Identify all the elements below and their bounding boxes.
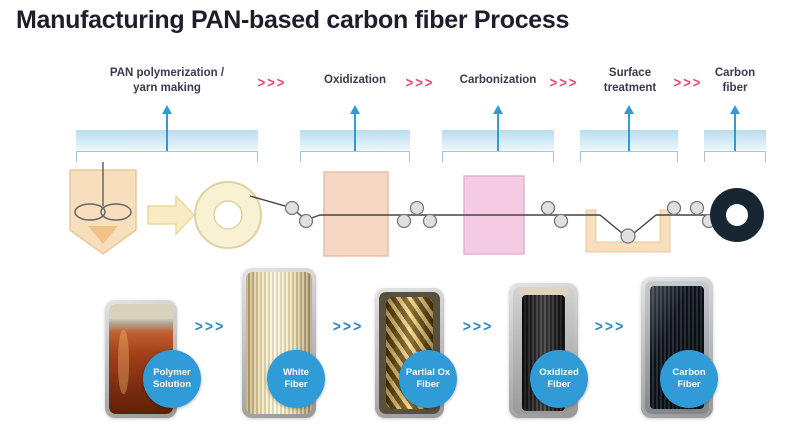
stage-label-pan-polymerization: PAN polymerization / yarn making xyxy=(109,67,225,94)
product-badge-partial-ox-fiber: Partial Ox Fiber xyxy=(399,350,457,408)
stage-chevron-1: >>> xyxy=(257,73,287,92)
up-arrow-head-5 xyxy=(730,105,740,114)
roller xyxy=(620,228,636,244)
roller xyxy=(396,213,412,229)
product-badge-white-fiber: White Fiber xyxy=(267,350,325,408)
stirrer-loop-icon xyxy=(100,203,132,221)
up-arrow-5 xyxy=(734,113,736,151)
roller xyxy=(422,213,438,229)
stirrer-loop-icon xyxy=(74,203,106,221)
up-arrow-4 xyxy=(628,113,630,151)
up-arrow-2 xyxy=(354,113,356,151)
stage-chevron-2: >>> xyxy=(405,73,435,92)
product-chevron-1: >>> xyxy=(194,316,226,336)
up-arrow-head-1 xyxy=(162,105,172,114)
bracket-2 xyxy=(300,151,410,162)
polymerization-vessel xyxy=(69,169,137,255)
product-badge-oxidized-fiber: Oxidized Fiber xyxy=(530,350,588,408)
up-arrow-1 xyxy=(166,113,168,151)
stage-label-carbonization: Carbonization xyxy=(459,74,537,86)
jar-highlight xyxy=(117,330,130,395)
bracket-1 xyxy=(76,151,258,162)
page-title: Manufacturing PAN-based carbon fiber Pro… xyxy=(16,6,570,34)
stage-chevron-3: >>> xyxy=(549,73,579,92)
bracket-5 xyxy=(704,151,766,162)
roller xyxy=(298,213,314,229)
up-arrow-head-4 xyxy=(624,105,634,114)
roller xyxy=(409,200,425,216)
up-arrow-head-2 xyxy=(350,105,360,114)
machine-diagram xyxy=(69,162,764,257)
flow-arrow-icon xyxy=(147,194,196,236)
product-chevron-4: >>> xyxy=(594,316,626,336)
roller xyxy=(540,200,556,216)
product-chevron-3: >>> xyxy=(462,316,494,336)
product-chevron-2: >>> xyxy=(332,316,364,336)
stage-chevron-4: >>> xyxy=(673,73,703,92)
bracket-4 xyxy=(580,151,678,162)
stage-label-carbon-fiber: Carbon fiber xyxy=(714,67,756,94)
yarn-spool-core xyxy=(213,200,243,230)
product-badge-polymer-solution: Polymer Solution xyxy=(143,350,201,408)
up-arrow-head-3 xyxy=(493,105,503,114)
stage-label-surface-treatment: Surface treatment xyxy=(603,67,657,94)
bracket-3 xyxy=(442,151,554,162)
roller xyxy=(553,213,569,229)
roller xyxy=(666,200,682,216)
oxidization-oven xyxy=(323,171,389,257)
spool-cap xyxy=(519,287,568,296)
carbon-fiber-spool-core xyxy=(726,204,748,226)
roller xyxy=(284,200,300,216)
roller xyxy=(689,200,705,216)
stage-label-oxidization: Oxidization xyxy=(324,74,386,86)
product-badge-carbon-fiber: Carbon Fiber xyxy=(660,350,718,408)
photo-white-fiber xyxy=(242,268,316,418)
up-arrow-3 xyxy=(497,113,499,151)
vessel-funnel-arrow xyxy=(88,226,118,244)
